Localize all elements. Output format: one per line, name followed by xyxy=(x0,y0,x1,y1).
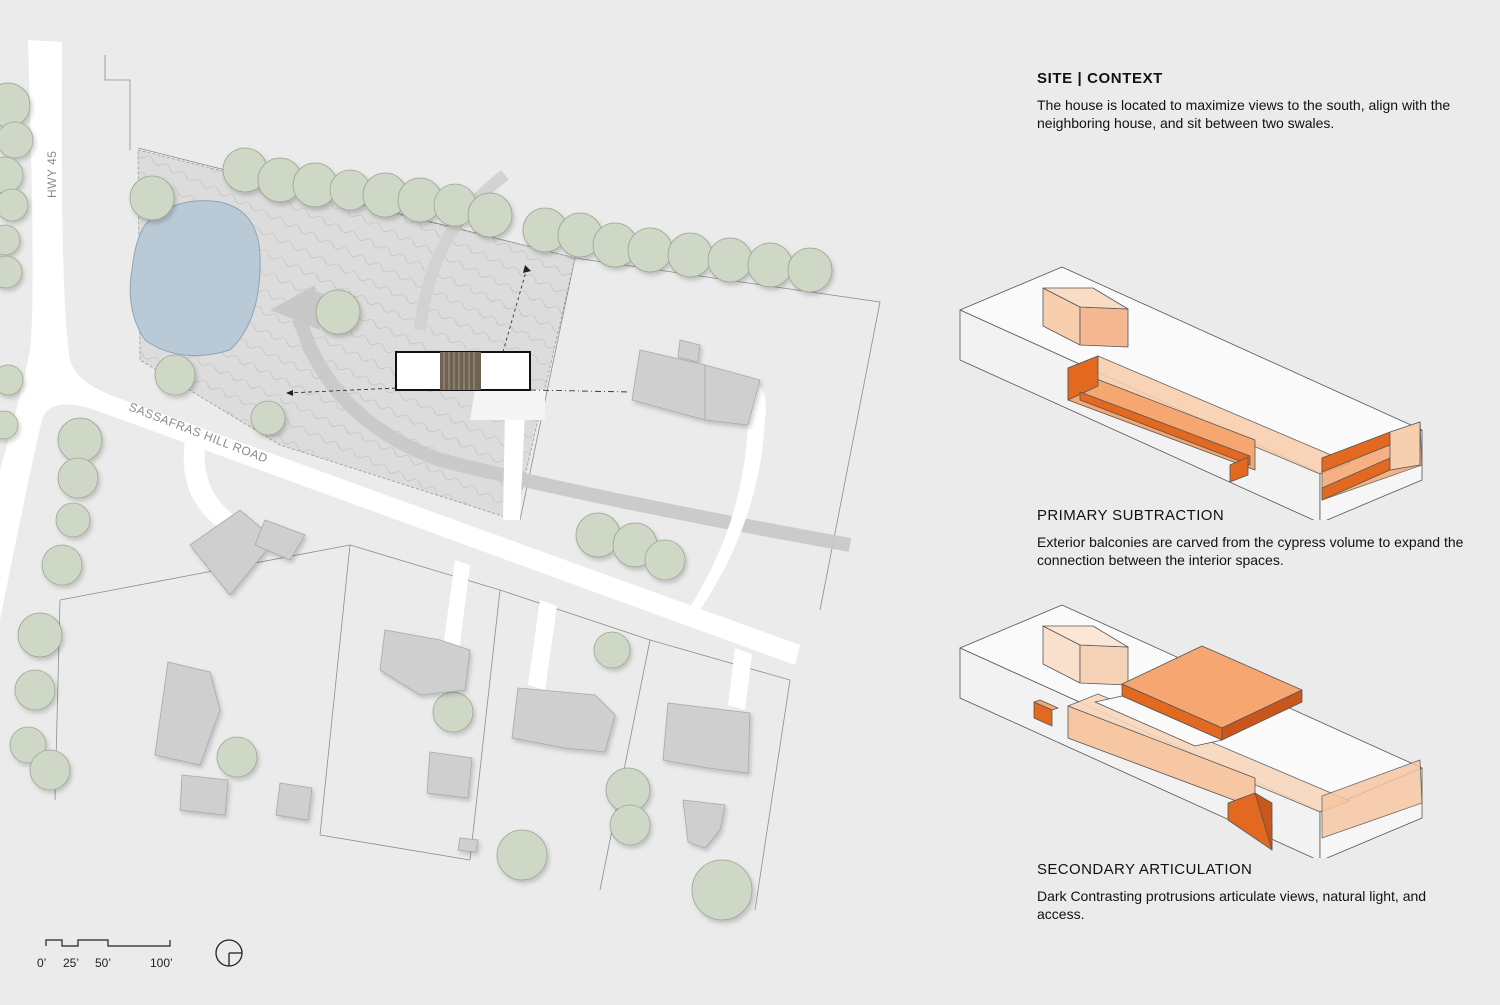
site-context-title: SITE | CONTEXT xyxy=(1037,70,1163,87)
north-arrow-icon xyxy=(215,939,243,967)
driveways xyxy=(183,380,766,710)
highway-label: HWY 45 xyxy=(45,151,59,198)
scale-label-50: 50’ xyxy=(95,956,111,970)
scale-label-0: 0’ xyxy=(37,956,46,970)
secondary-articulation-block: SECONDARY ARTICULATION Dark Contrasting … xyxy=(1037,861,1477,923)
site-plan-map: HWY 45 SASSAFRAS HILL ROAD xyxy=(0,40,881,970)
trees xyxy=(0,82,833,921)
primary-subtraction-diagram xyxy=(959,266,1423,520)
primary-subtraction-block: PRIMARY SUBTRACTION Exterior balconies a… xyxy=(1037,507,1477,569)
scale-label-25: 25’ xyxy=(63,956,79,970)
primary-subtraction-body: Exterior balconies are carved from the c… xyxy=(1037,534,1464,568)
secondary-articulation-diagram xyxy=(959,604,1423,858)
scale-bar: 0’ 25’ 50’ 100’ xyxy=(37,939,173,970)
primary-subtraction-title: PRIMARY SUBTRACTION xyxy=(1037,507,1225,524)
secondary-articulation-body: Dark Contrasting protrusions articulate … xyxy=(1037,888,1427,922)
site-context-body: The house is located to maximize views t… xyxy=(1037,97,1451,131)
neighbor-houses xyxy=(154,339,761,853)
scale-label-100: 100’ xyxy=(150,956,173,970)
site-context-block: SITE | CONTEXT The house is located to m… xyxy=(1037,70,1477,132)
secondary-articulation-title: SECONDARY ARTICULATION xyxy=(1037,861,1253,878)
proposed-house xyxy=(286,265,631,396)
pond xyxy=(129,200,261,357)
